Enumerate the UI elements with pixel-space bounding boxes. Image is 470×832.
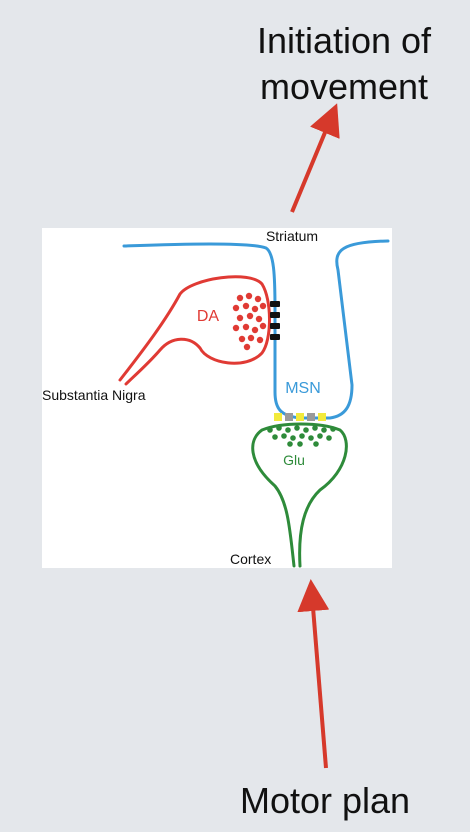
initiation-of-movement-line2: movement: [259, 66, 429, 107]
upward-arrow-bottom: [297, 579, 330, 769]
glutamate-receptors: [274, 413, 326, 421]
diagram-panel: [42, 228, 392, 568]
msn-label: MSN: [285, 380, 321, 397]
msn-membrane: [122, 239, 390, 420]
initiation-of-movement-line1: Initiation of: [256, 20, 432, 61]
glutamate-neuron: [251, 422, 348, 568]
da-label: DA: [197, 308, 220, 325]
cortex-label: Cortex: [230, 551, 271, 567]
striatum-label: Striatum: [266, 228, 318, 244]
dopamine-neuron: [118, 275, 271, 386]
glu-label: Glu: [283, 452, 305, 468]
glutamate-vesicles: [267, 425, 336, 447]
substantia-nigra-label: Substantia Nigra: [42, 387, 146, 403]
upward-arrow-top: [290, 103, 340, 213]
initiation-of-movement-label: Initiation of movement: [232, 18, 456, 110]
dopamine-receptors: [270, 301, 280, 340]
motor-plan-label: Motor plan: [239, 780, 411, 821]
dopamine-vesicles: [232, 292, 267, 351]
